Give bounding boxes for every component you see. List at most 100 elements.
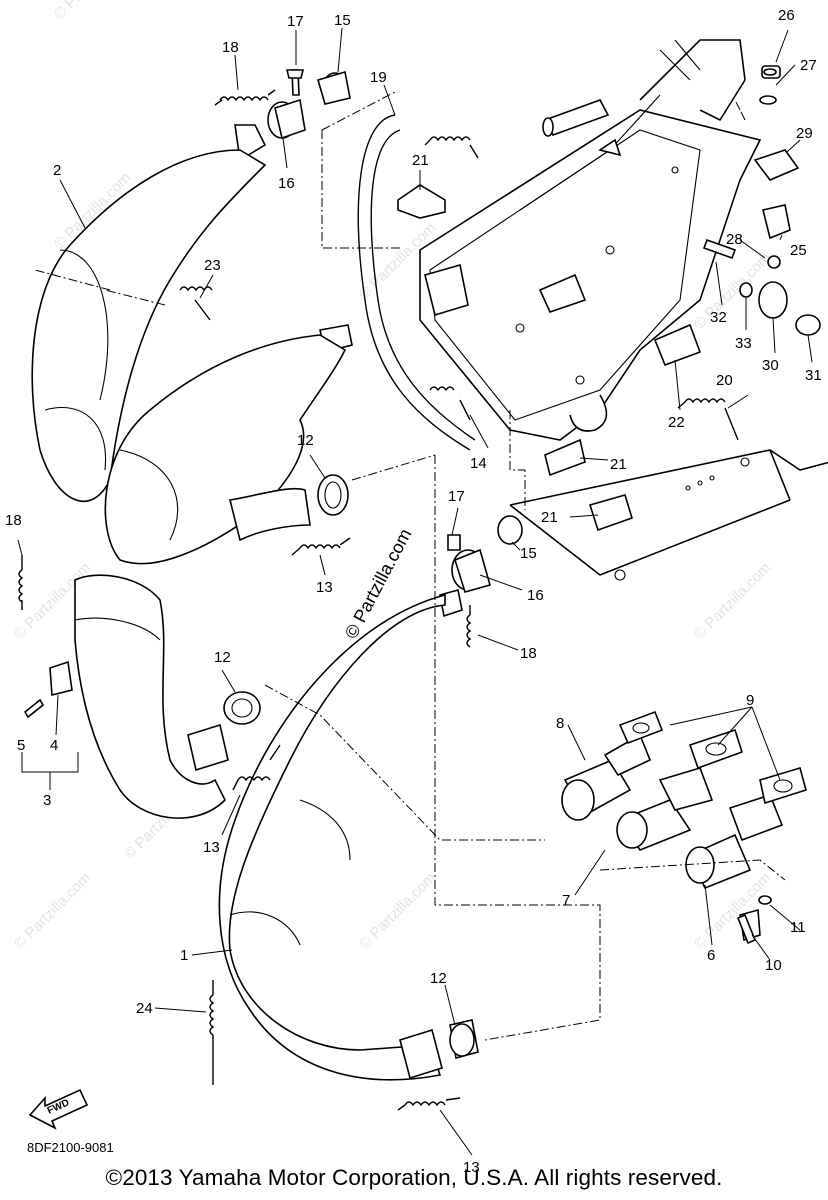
spring-23 (179, 286, 213, 321)
bracket-mount (424, 263, 469, 317)
pipe-cord (357, 114, 476, 451)
muffler-box (419, 39, 762, 441)
callout-12c: 12 (430, 970, 447, 987)
ref-line (321, 91, 400, 249)
bracket-21-low (588, 494, 633, 532)
callout-21b: 21 (610, 456, 627, 473)
ref-line (351, 454, 436, 481)
ref-line (34, 269, 166, 306)
callout-12b: 12 (214, 649, 231, 666)
diagram-code: 8DF2100-9081 (27, 1140, 114, 1155)
callout-17b: 17 (448, 488, 465, 505)
callout-30: 30 (762, 357, 779, 374)
callout-22: 22 (668, 414, 685, 431)
spring-20 (677, 398, 739, 441)
callout-13b: 13 (203, 839, 220, 856)
callout-17a: 17 (287, 13, 304, 30)
spring-13-left (232, 744, 281, 791)
spring-18-mid (466, 605, 472, 648)
callout-25: 25 (790, 242, 807, 259)
fwd-arrow-icon: FWD (28, 1088, 89, 1130)
joint-12-bottom (449, 1023, 475, 1057)
frame-hole (614, 569, 626, 581)
frame-hole (740, 457, 750, 467)
expansion-chamber-1 (218, 588, 479, 1081)
callout-16a: 16 (278, 175, 295, 192)
copyright-notice: ©2013 Yamaha Motor Corporation, U.S.A. A… (105, 1165, 723, 1190)
leader-lines (17, 27, 813, 1156)
frame-hole (697, 480, 703, 486)
callout-18b: 18 (5, 512, 22, 529)
callout-labels: 1 2 3 4 5 6 7 8 9 10 11 12 12 12 13 13 1… (5, 7, 822, 1176)
ref-line (734, 99, 746, 121)
callout-21c: 21 (541, 509, 558, 526)
callout-13c: 13 (463, 1159, 480, 1176)
callout-7: 7 (562, 892, 570, 909)
callout-27: 27 (800, 57, 817, 74)
joint-inner (324, 481, 342, 509)
callout-28: 28 (726, 231, 743, 248)
frame-hole (685, 485, 691, 491)
callout-18c: 18 (520, 645, 537, 662)
ref-line (599, 859, 786, 881)
callout-20: 20 (716, 372, 733, 389)
callout-18a: 18 (222, 39, 239, 56)
callout-8: 8 (556, 715, 564, 732)
callout-33: 33 (735, 335, 752, 352)
callout-1: 1 (180, 947, 188, 964)
callout-12a: 12 (297, 432, 314, 449)
spring-upper (424, 136, 479, 159)
spring-24 (209, 980, 215, 1085)
frame-bracket (509, 449, 828, 576)
watermark: © Partzilla.com (51, 0, 134, 23)
joint-inner (231, 698, 253, 718)
spring-18-top (214, 89, 276, 106)
ref-line (434, 455, 601, 1041)
callout-11: 11 (790, 919, 806, 936)
callout-23: 23 (204, 257, 221, 274)
frame-hole (709, 475, 715, 481)
callout-15a: 15 (334, 12, 351, 29)
callout-32: 32 (710, 309, 727, 326)
watermark: © Partzilla.com (11, 869, 94, 952)
spring-18-left (18, 555, 24, 610)
damper-set (702, 65, 821, 336)
ref-line (264, 684, 545, 841)
bracket-21-mid (544, 438, 586, 477)
callout-2: 2 (53, 162, 61, 179)
callout-21a: 21 (412, 152, 429, 169)
callout-9: 9 (746, 692, 754, 709)
expansion-chamber-middle (104, 324, 353, 565)
callout-31: 31 (805, 367, 822, 384)
callout-3: 3 (43, 792, 51, 809)
joint-12-top (317, 474, 349, 516)
callout-13a: 13 (316, 579, 333, 596)
bracket-4 (49, 660, 73, 697)
clamp-set-top (267, 69, 351, 140)
bolt-5 (23, 698, 45, 719)
watermark: © Partzilla.com (691, 559, 774, 642)
callout-14: 14 (470, 455, 487, 472)
callout-29: 29 (796, 125, 813, 142)
expansion-chamber-left (74, 574, 229, 819)
spring-13-bottom (397, 1097, 461, 1111)
callout-5: 5 (17, 737, 25, 754)
bracket-21-top (397, 184, 446, 219)
ref-line (509, 410, 526, 510)
bolt-10 (736, 913, 757, 945)
expansion-chamber-2 (31, 124, 267, 502)
exhaust-manifolds (561, 710, 807, 942)
bracket-22 (653, 323, 702, 367)
callout-6: 6 (707, 947, 715, 964)
callout-26: 26 (778, 7, 795, 24)
joint-12-left (223, 691, 261, 725)
callout-24: 24 (136, 1000, 153, 1017)
clamp-set-middle (447, 515, 523, 593)
callout-16b: 16 (527, 587, 544, 604)
spring-13-top (291, 537, 351, 556)
spring-mid-left (429, 386, 471, 421)
callout-19: 19 (370, 69, 387, 86)
callout-15b: 15 (520, 545, 537, 562)
watermark: © Partzilla.com (356, 869, 439, 952)
